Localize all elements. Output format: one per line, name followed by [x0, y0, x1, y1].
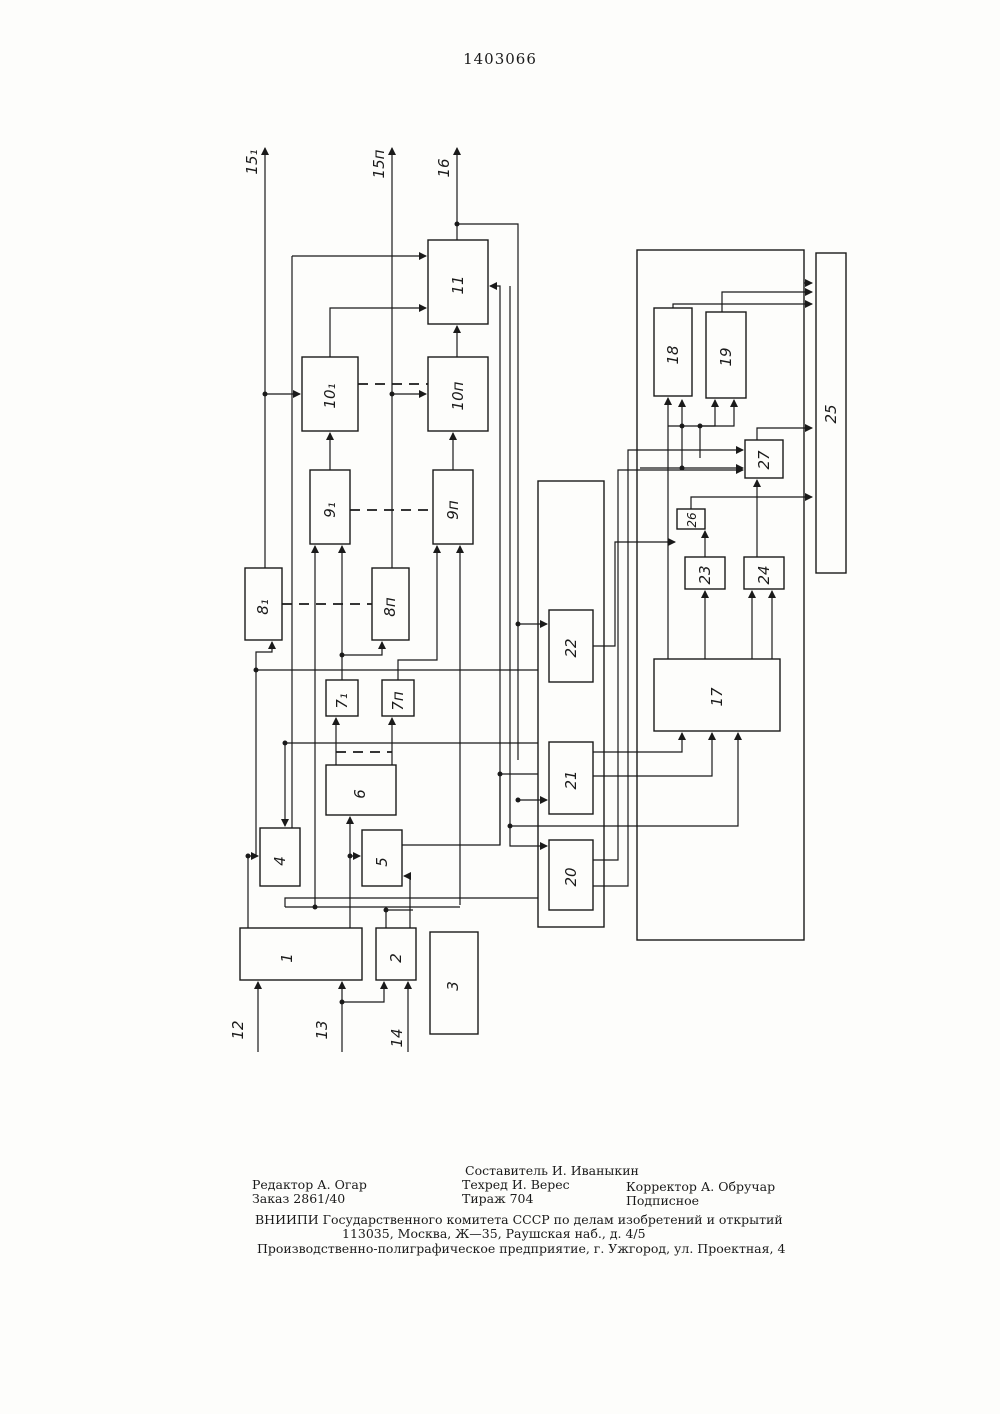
imprint-printer: Производственно-полиграфическое предприя…: [257, 1242, 785, 1256]
label-block-10-1: 10₁: [321, 383, 339, 408]
imprint-circulation: Тираж 704: [462, 1192, 533, 1206]
label-block-17: 17: [708, 687, 726, 707]
label-output-16: 16: [435, 158, 453, 177]
imprint-editor: Редактор А. Огар: [252, 1178, 367, 1192]
imprint-address: 113035, Москва, Ж—35, Раушская наб., д. …: [342, 1227, 646, 1241]
label-block-23: 23: [696, 565, 714, 584]
label-block-21: 21: [562, 770, 580, 789]
label-block-8-1: 8₁: [254, 599, 272, 615]
imprint-org: ВНИИПИ Государственного комитета СССР по…: [255, 1213, 783, 1227]
label-block-10-n: 10п: [449, 381, 467, 410]
label-block-6: 6: [351, 789, 369, 799]
label-block-24: 24: [755, 565, 773, 584]
imprint-compiler: Составитель И. Иваныкин: [465, 1164, 639, 1178]
label-block-26: 26: [685, 512, 699, 528]
block-1: [240, 928, 362, 980]
label-output-15-1: 15₁: [243, 149, 261, 174]
imprint-corrector: Корректор А. Обручар: [626, 1180, 775, 1194]
label-block-22: 22: [562, 638, 580, 657]
label-block-3: 3: [444, 981, 462, 991]
label-block-27: 27: [755, 450, 773, 470]
label-block-5: 5: [373, 857, 391, 867]
label-block-9-n: 9п: [444, 500, 462, 520]
label-block-7-n: 7п: [389, 691, 407, 711]
imprint-order: Заказ 2861/40: [252, 1192, 345, 1206]
label-input-12: 12: [229, 1020, 247, 1039]
label-input-13: 13: [313, 1020, 331, 1039]
label-block-9-1: 9₁: [321, 502, 339, 518]
label-block-25: 25: [822, 404, 840, 423]
label-block-8-n: 8п: [381, 597, 399, 617]
imprint-techred: Техред И. Верес: [462, 1178, 570, 1192]
label-block-19: 19: [717, 347, 735, 366]
label-block-1: 1: [278, 953, 296, 963]
label-block-18: 18: [664, 345, 682, 364]
label-block-7-1: 7₁: [333, 693, 351, 709]
label-input-14: 14: [388, 1028, 406, 1047]
label-block-4: 4: [271, 856, 289, 866]
imprint-subscription: Подписное: [626, 1194, 699, 1208]
label-block-2: 2: [387, 953, 405, 963]
label-block-11: 11: [449, 275, 467, 294]
label-output-15-n: 15п: [370, 149, 388, 178]
label-block-20: 20: [562, 867, 580, 886]
